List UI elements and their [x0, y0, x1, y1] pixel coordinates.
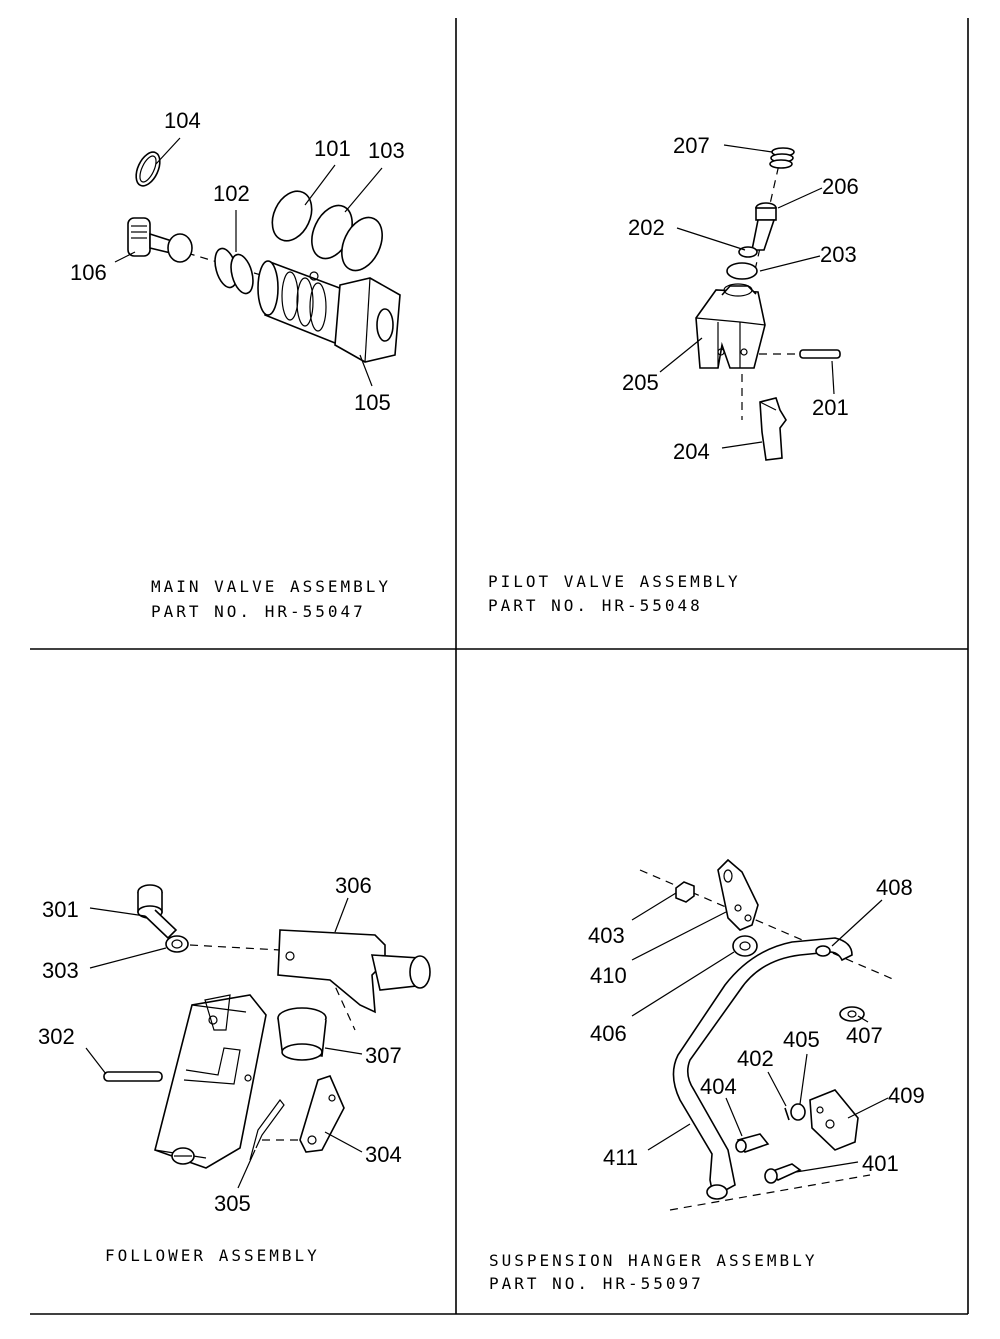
callout-411: 411 — [603, 1145, 638, 1170]
part-302-pin — [103, 1071, 163, 1082]
main-valve-caption-line2: PART NO. HR-55047 — [151, 602, 366, 621]
callout-410: 410 — [590, 963, 627, 988]
part-204-lever — [759, 397, 787, 461]
callout-202: 202 — [628, 215, 665, 240]
follower-caption: FOLLOWER ASSEMBLY — [105, 1246, 320, 1265]
part-404-pin — [735, 1133, 770, 1153]
callout-303: 303 — [42, 958, 79, 983]
part-406-spacer — [732, 935, 758, 957]
callout-404: 404 — [700, 1074, 737, 1099]
part-205-body — [695, 283, 766, 369]
main-valve-caption-line1: MAIN VALVE ASSEMBLY — [151, 577, 391, 596]
part-411-hanger-rod — [672, 937, 853, 1200]
part-407-washer — [839, 1006, 865, 1022]
callout-403: 403 — [588, 923, 625, 948]
callout-102: 102 — [213, 181, 250, 206]
callout-301: 301 — [42, 897, 79, 922]
follower-assembly: 301 303 302 306 307 304 305 FOLLOWER ASS… — [38, 873, 431, 1265]
part-207-spring — [769, 147, 795, 169]
callout-207: 207 — [673, 133, 710, 158]
callout-205: 205 — [622, 370, 659, 395]
callout-405: 405 — [783, 1027, 820, 1052]
part-106-plunger — [127, 217, 193, 263]
part-409-bracket — [809, 1089, 859, 1151]
callout-106: 106 — [70, 260, 107, 285]
pilot-valve-assembly: 207 206 202 203 205 201 204 PILOT VALVE … — [488, 133, 859, 615]
callout-206: 206 — [822, 174, 859, 199]
part-306-arm — [277, 929, 431, 1014]
part-105-valve-body — [257, 260, 401, 363]
callout-105: 105 — [354, 390, 391, 415]
pilot-valve-caption-line2: PART NO. HR-55048 — [488, 596, 703, 615]
part-401-bolt — [764, 1163, 802, 1184]
callout-101: 101 — [314, 136, 351, 161]
callout-307: 307 — [365, 1043, 402, 1068]
pilot-valve-caption-line1: PILOT VALVE ASSEMBLY — [488, 572, 741, 591]
part-103-oring-b — [341, 216, 383, 272]
callout-401: 401 — [862, 1151, 899, 1176]
part-102-oring-b — [230, 253, 254, 295]
callout-304: 304 — [365, 1142, 402, 1167]
part-104-oring — [135, 151, 161, 187]
suspension-caption-line2: PART NO. HR-55097 — [489, 1274, 704, 1293]
callout-305: 305 — [214, 1191, 251, 1216]
part-101-oring — [271, 190, 313, 242]
suspension-hanger-assembly: 403 410 406 408 407 405 402 404 409 401 … — [489, 858, 925, 1293]
callout-409: 409 — [888, 1083, 925, 1108]
callout-104: 104 — [164, 108, 201, 133]
part-410-plate — [717, 858, 759, 931]
callout-306: 306 — [335, 873, 372, 898]
callout-203: 203 — [820, 242, 857, 267]
callout-407: 407 — [846, 1023, 883, 1048]
callout-402: 402 — [737, 1046, 774, 1071]
part-301-screw — [137, 884, 178, 940]
callout-103: 103 — [368, 138, 405, 163]
callout-201: 201 — [812, 395, 849, 420]
part-405-washer — [790, 1103, 806, 1121]
part-203-oring — [726, 262, 758, 280]
part-206-poppet — [751, 202, 777, 251]
callout-406: 406 — [590, 1021, 627, 1046]
part-201-pin — [799, 349, 841, 359]
suspension-caption-line1: SUSPENSION HANGER ASSEMBLY — [489, 1251, 817, 1270]
part-307-bushing — [277, 1007, 327, 1061]
part-303-washer — [165, 935, 189, 953]
part-403-nut — [675, 881, 695, 903]
part-305-spring — [249, 1099, 285, 1161]
frame-lines — [30, 18, 969, 1315]
part-304-link — [299, 1075, 345, 1153]
callout-204: 204 — [673, 439, 710, 464]
main-valve-assembly: 104 101 103 102 106 105 MAIN VALVE ASSEM… — [70, 108, 405, 621]
callout-408: 408 — [876, 875, 913, 900]
part-402-cotter-pin — [784, 1107, 790, 1121]
callout-302: 302 — [38, 1024, 75, 1049]
follower-block — [154, 994, 267, 1169]
